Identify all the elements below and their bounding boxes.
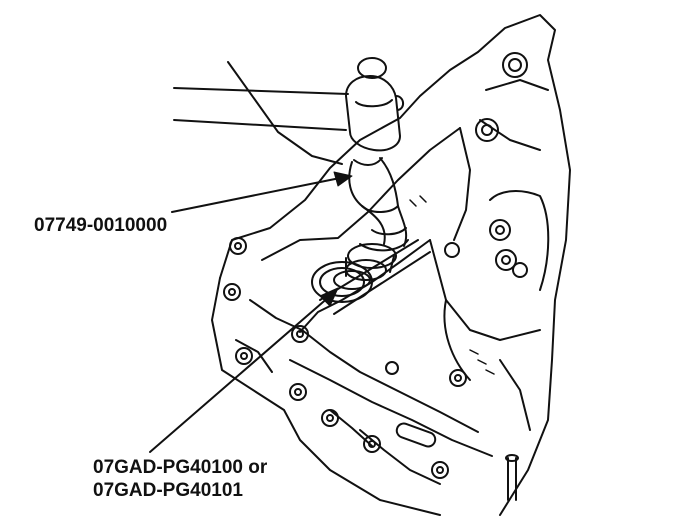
hammer-icon — [173, 57, 404, 165]
callout-label-tool2-line1: 07GAD-PG40100 or — [93, 457, 268, 478]
seal-driver-attachment-icon — [333, 243, 397, 290]
callout-label-tool1: 07749-0010000 — [34, 215, 168, 236]
callout-label-tool2-line2: 07GAD-PG40101 — [93, 480, 243, 501]
callout-leader-tool2 — [149, 287, 339, 453]
callout-leader-tool1 — [171, 171, 353, 213]
driver-handle-icon — [348, 157, 409, 252]
callout-label-tool2: 07GAD-PG40100 or 07GAD-PG40101 — [93, 456, 267, 502]
transmission-case-icon — [211, 14, 571, 516]
